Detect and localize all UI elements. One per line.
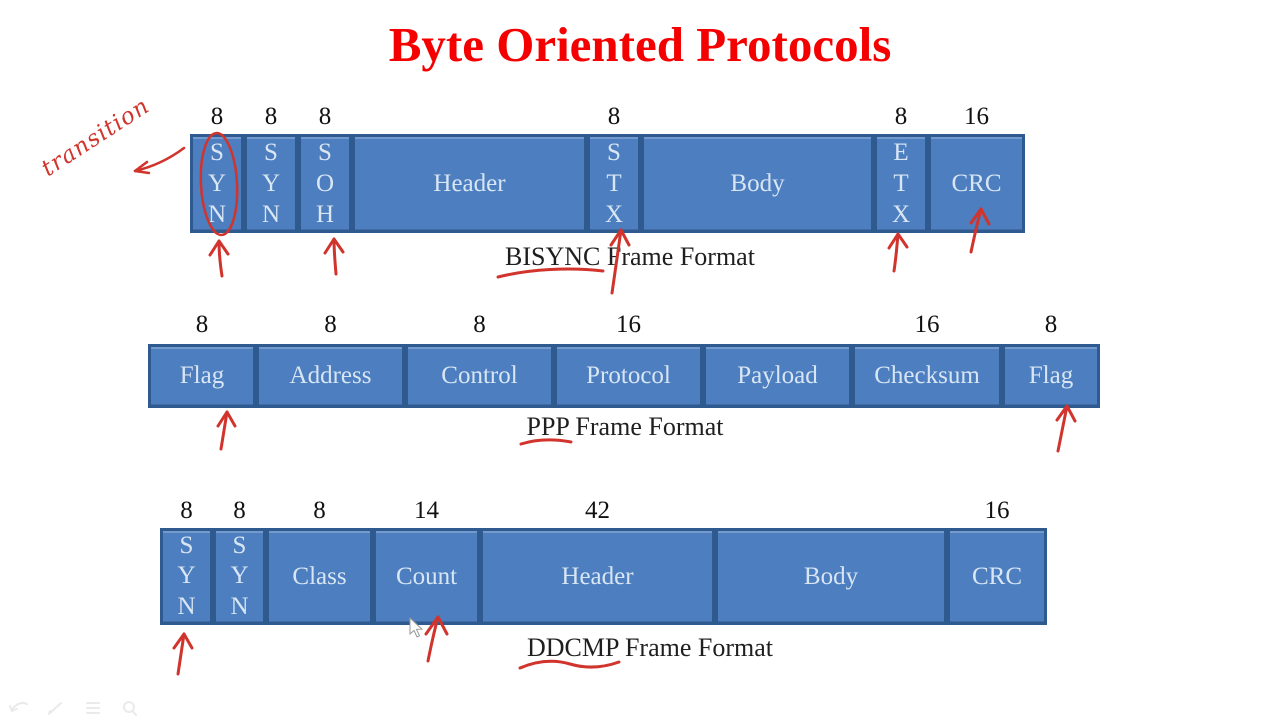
bit-width-label: 8 <box>607 103 621 130</box>
field-cell-syn: 8 S Y N <box>244 100 298 233</box>
presenter-toolbar <box>8 699 141 717</box>
field-cell-etx: 8 E T X <box>874 100 928 233</box>
bit-width-label: 8 <box>318 103 332 130</box>
field-box-payload: Payload <box>703 344 852 408</box>
mouse-cursor <box>409 617 424 638</box>
bit-width-label: 16 <box>616 311 641 338</box>
bit-width-label: 16 <box>964 103 989 130</box>
field-box-syn: S Y N <box>190 134 244 233</box>
field-box-protocol: Protocol <box>554 344 703 408</box>
field-cell-syn: 8 S Y N <box>213 494 266 625</box>
field-box-syn: S Y N <box>244 134 298 233</box>
field-cell-body: Body <box>715 494 947 625</box>
field-cell-header: Header <box>352 100 587 233</box>
field-box-header: Header <box>352 134 587 233</box>
field-box-flag: Flag <box>1002 344 1100 408</box>
field-cell-body: Body <box>641 100 874 233</box>
field-cell-syn: 8 S Y N <box>160 494 213 625</box>
bit-width-label: 8 <box>210 103 224 130</box>
bit-width-label <box>715 494 947 528</box>
bit-width-label <box>352 100 587 134</box>
field-box-header: Header <box>480 528 715 625</box>
field-box-checksum: Checksum <box>852 344 1002 408</box>
bit-width-label: 8 <box>195 311 209 338</box>
slide-title: Byte Oriented Protocols <box>388 17 892 72</box>
arrow-under-syn-ddcmp <box>172 632 194 676</box>
back-arrow-icon[interactable] <box>8 699 30 717</box>
bit-width-label <box>703 306 852 344</box>
ddcmp-caption: DDCMP Frame Format <box>526 633 774 662</box>
field-box-body: Body <box>715 528 947 625</box>
field-box-control: Control <box>405 344 554 408</box>
field-box-class: Class <box>266 528 373 625</box>
field-box-etx: E T X <box>874 134 928 233</box>
field-box-crc: CRC <box>947 528 1047 625</box>
field-box-body: Body <box>641 134 874 233</box>
field-box-count: Count <box>373 528 480 625</box>
field-box-stx: S T X <box>587 134 641 233</box>
bit-width-label: 42 <box>585 497 610 524</box>
arrow-under-flag-left-ppp <box>216 410 237 451</box>
field-box-crc: CRC <box>928 134 1025 233</box>
bit-width-label: 14 <box>414 497 439 524</box>
magnifier-icon[interactable] <box>119 699 141 717</box>
arrow-under-syn1-bisync <box>208 239 230 278</box>
field-box-flag: Flag <box>148 344 256 408</box>
ppp-caption: PPP Frame Format <box>526 412 724 441</box>
bit-width-label: 16 <box>914 311 940 338</box>
bit-width-label: 8 <box>324 311 337 338</box>
field-cell-soh: 8 S O H <box>298 100 352 233</box>
field-box-syn: S Y N <box>160 528 213 625</box>
bit-width-label <box>641 100 874 134</box>
field-box-address: Address <box>256 344 405 408</box>
field-cell-payload: Payload <box>703 306 852 408</box>
field-cell-syn: 8 S Y N <box>190 100 244 233</box>
field-cell-stx: 8 S T X <box>587 100 641 233</box>
pen-icon[interactable] <box>45 699 67 717</box>
handwritten-transition-note: transition <box>36 93 155 182</box>
bit-width-label: 8 <box>233 497 246 524</box>
bit-width-label: 8 <box>180 497 193 524</box>
field-box-syn: S Y N <box>213 528 266 625</box>
arrow-under-soh-bisync <box>323 237 345 276</box>
bit-width-label: 8 <box>1044 311 1058 338</box>
bit-width-label: 8 <box>264 103 278 130</box>
transition-arrow <box>133 146 186 175</box>
bit-width-label: 8 <box>473 311 486 338</box>
bit-width-label: 16 <box>984 497 1010 524</box>
menu-icon[interactable] <box>82 699 104 717</box>
field-box-soh: S O H <box>298 134 352 233</box>
bisync-caption: BISYNC Frame Format <box>505 242 755 271</box>
arrow-under-etx-bisync <box>887 232 909 273</box>
bit-width-label: 8 <box>313 497 326 524</box>
arrow-under-flag-right-ppp <box>1055 404 1077 453</box>
bit-width-label: 8 <box>894 103 908 130</box>
